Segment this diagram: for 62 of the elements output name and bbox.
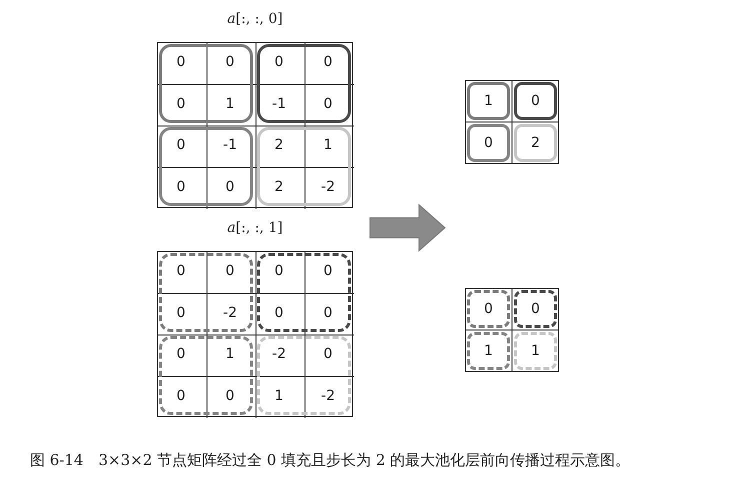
- cell-value: 0: [176, 386, 186, 405]
- pooling-window: [159, 44, 253, 123]
- cell-value: 0: [176, 262, 186, 280]
- pooling-window: [159, 127, 253, 206]
- pooled-cell: [514, 82, 557, 120]
- output-grid: [465, 80, 559, 164]
- cell-value: -2: [271, 345, 287, 364]
- cell-value: 0: [484, 135, 493, 151]
- cell-value: 0: [274, 53, 284, 72]
- cell-value: 0: [224, 262, 236, 280]
- cell-value: -1: [271, 94, 287, 113]
- cell-value: 0: [484, 301, 493, 317]
- cell-value: 0: [322, 262, 334, 280]
- pooling-window: [159, 336, 253, 415]
- cell-value: 2: [274, 178, 284, 196]
- cell-value: 1: [484, 93, 493, 109]
- cell-value: 0: [322, 304, 334, 322]
- pooled-cell: [514, 124, 557, 162]
- cell-value: 2: [274, 136, 284, 154]
- cell-value: -2: [320, 178, 336, 196]
- cell-value: 0: [322, 94, 334, 113]
- pooled-cell: [467, 290, 510, 328]
- cell-value: 2: [531, 135, 540, 151]
- pooled-cell: [467, 332, 510, 370]
- cell-value: 0: [224, 386, 236, 405]
- cell-value: -1: [222, 136, 238, 154]
- cell-value: 0: [224, 53, 236, 72]
- cell-value: 0: [322, 53, 334, 72]
- cell-value: 0: [176, 304, 186, 322]
- cell-value: 0: [176, 94, 186, 113]
- cell-value: 0: [224, 178, 236, 196]
- pooling-window: [159, 253, 253, 332]
- pooling-window: [257, 44, 351, 123]
- cell-value: 0: [531, 93, 540, 109]
- cell-value: 0: [176, 136, 186, 154]
- cell-value: 1: [484, 343, 493, 359]
- pooling-window: [257, 336, 351, 415]
- cell-value: 0: [322, 345, 334, 364]
- cell-value: 0: [274, 304, 284, 322]
- pooled-cell: [467, 124, 510, 162]
- block-arrow: [370, 204, 446, 252]
- pooling-window: [257, 127, 351, 206]
- cell-value: 0: [176, 345, 186, 364]
- output-grid: [465, 288, 559, 372]
- cell-value: 0: [531, 301, 540, 317]
- cell-value: 0: [176, 178, 186, 196]
- cell-value: 1: [531, 343, 540, 359]
- pooled-cell: [514, 332, 557, 370]
- cell-value: 0: [274, 262, 284, 280]
- pooled-cell: [514, 290, 557, 328]
- cell-value: 1: [322, 136, 334, 154]
- cell-value: -2: [222, 304, 238, 322]
- figure-caption: 图 6-14 3×3×2 节点矩阵经过全 0 填充且步长为 2 的最大池化层前向传播过程示意图。: [30, 451, 632, 470]
- matrix-heading: a[:, :, 1]: [226, 220, 284, 236]
- matrix-heading: a[:, :, 0]: [226, 11, 284, 27]
- cell-value: -2: [320, 386, 336, 405]
- cell-value: 0: [176, 53, 186, 72]
- cell-value: 1: [224, 345, 236, 364]
- cell-value: 1: [224, 94, 236, 113]
- cell-value: 1: [274, 386, 284, 405]
- pooled-cell: [467, 82, 510, 120]
- pooling-window: [257, 253, 351, 332]
